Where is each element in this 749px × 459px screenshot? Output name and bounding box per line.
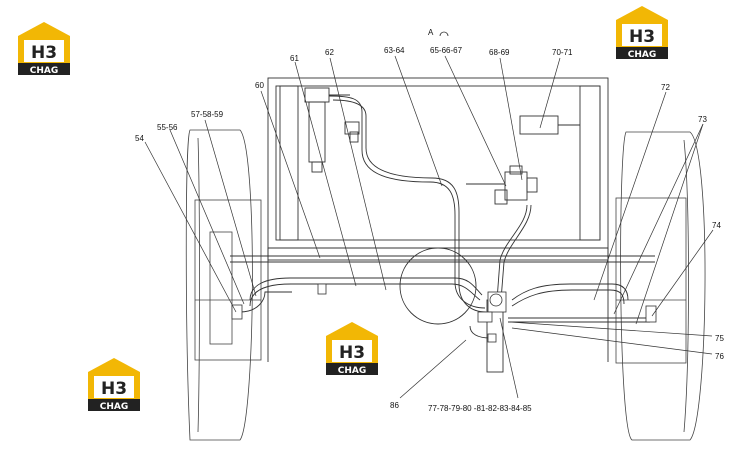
logo-word: CHAG: [30, 66, 59, 76]
callout-62: 62: [325, 48, 334, 57]
callout-65-66-67: 65-66-67: [430, 46, 463, 55]
brand-logo-1: H3 CHAG: [18, 22, 70, 76]
callout-55-56: 55-56: [157, 123, 178, 132]
logo-word: CHAG: [338, 366, 367, 376]
callout-57-58-59: 57-58-59: [191, 110, 224, 119]
view-marker: A: [428, 28, 449, 37]
callout-60: 60: [255, 81, 264, 90]
logo-letters: H3: [31, 43, 57, 63]
callout-75: 75: [715, 334, 724, 343]
rotate-arrow-icon: [439, 31, 449, 37]
logo-word: CHAG: [100, 402, 129, 412]
brand-logo-2: H3 CHAG: [616, 6, 668, 60]
callout-68-69: 68-69: [489, 48, 510, 57]
callout-61: 61: [290, 54, 299, 63]
callout-54: 54: [135, 134, 144, 143]
brand-logo-4: H3 CHAG: [88, 358, 140, 412]
machine-frame: [230, 77, 655, 373]
callout-77-85: 77-78-79-80 -81-82-83-84-85: [428, 404, 532, 413]
callout-86: 86: [390, 401, 399, 410]
logo-letters: H3: [101, 379, 127, 399]
logo-word: CHAG: [628, 50, 657, 60]
callout-74: 74: [712, 221, 721, 230]
logo-letters: H3: [629, 27, 655, 47]
leader-lines: [144, 55, 714, 399]
callout-76: 76: [715, 352, 724, 361]
logo-letters: H3: [339, 343, 365, 363]
valve-assembly: [466, 165, 538, 205]
view-label: A: [428, 28, 434, 37]
bracket-assembly: [519, 115, 580, 135]
callout-63-64: 63-64: [384, 46, 405, 55]
brand-logo-3: H3 CHAG: [326, 322, 378, 376]
callout-70-71: 70-71: [552, 48, 573, 57]
callout-72: 72: [661, 83, 670, 92]
hose-fittings: [231, 283, 657, 343]
callout-labels: 54 55-56 57-58-59 60 61 62 63-64 65-66-6…: [135, 46, 724, 413]
hose-lines: [239, 95, 650, 339]
callout-73: 73: [698, 115, 707, 124]
right-tire: [615, 131, 706, 441]
left-tire: [185, 129, 262, 441]
filter-assembly: [304, 87, 360, 173]
